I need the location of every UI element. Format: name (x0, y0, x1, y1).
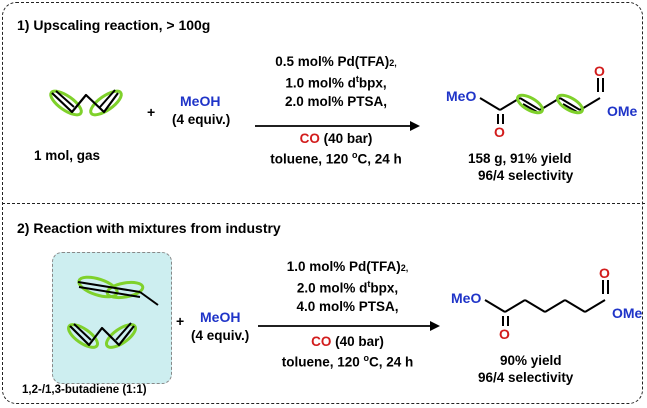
section2-reagent-equiv: (4 equiv.) (191, 328, 250, 343)
section1-catalyst: 0.5 mol% Pd(TFA)2, (275, 54, 397, 69)
section1-reagent: MeOH (180, 93, 221, 109)
section2-yield: 90% yield (500, 353, 562, 368)
section2-title: 2) Reaction with mixtures from industry (17, 220, 281, 236)
section2-catalyst: 1.0 mol% Pd(TFA)2, (286, 259, 409, 274)
section1-co-pressure: CO (40 bar) (299, 131, 373, 146)
section2-ligand: 2.0 mol% dtbpx, (296, 279, 399, 296)
section2-carbonyl-o-bottom: O (499, 326, 510, 342)
butadiene-1-3-structure (49, 89, 123, 117)
butadiene-1-2-structure (77, 275, 159, 306)
section2-selectivity: 96/4 selectivity (478, 370, 574, 385)
butadiene-1-3-structure-2 (67, 322, 137, 349)
section1-acid: 2.0 mol% PTSA, (284, 94, 388, 109)
section2-acid: 4.0 mol% PTSA, (296, 299, 399, 314)
section1-product-ome: OMe (607, 103, 638, 119)
section1-reagent-equiv: (4 equiv.) (172, 112, 231, 127)
butadiene-mixture-box (52, 252, 172, 384)
section2-product-meo: MeO (451, 290, 482, 306)
section1-substrate-label: 1 mol, gas (34, 148, 101, 163)
section1-yield: 158 g, 91% yield (468, 151, 572, 166)
section2-reagent: MeOH (200, 309, 241, 325)
section1-product-meo: MeO (446, 88, 477, 104)
section1-plus: + (147, 104, 156, 120)
section1-ligand: 1.0 mol% dtbpx, (285, 74, 387, 91)
section2-plus: + (176, 313, 185, 329)
section2-substrate-label: 1,2-/1,3-butadiene (1:1) (22, 384, 147, 396)
product-2-structure (484, 280, 609, 326)
section2-product-ome: OMe (612, 305, 643, 321)
section2-co-pressure: CO (40 bar) (311, 334, 384, 349)
section2-solvent-temp: toluene, 120 oC, 24 h (281, 353, 414, 370)
section1-title: 1) Upscaling reaction, > 100g (17, 17, 211, 33)
section1-selectivity: 96/4 selectivity (478, 168, 574, 183)
section-divider (2, 203, 645, 204)
section1-carbonyl-o-bottom: O (494, 124, 505, 140)
section1-solvent-temp: toluene, 120 oC, 24 h (270, 150, 402, 167)
section1-carbonyl-o-top: O (594, 63, 605, 79)
section2-carbonyl-o-top: O (599, 265, 610, 281)
